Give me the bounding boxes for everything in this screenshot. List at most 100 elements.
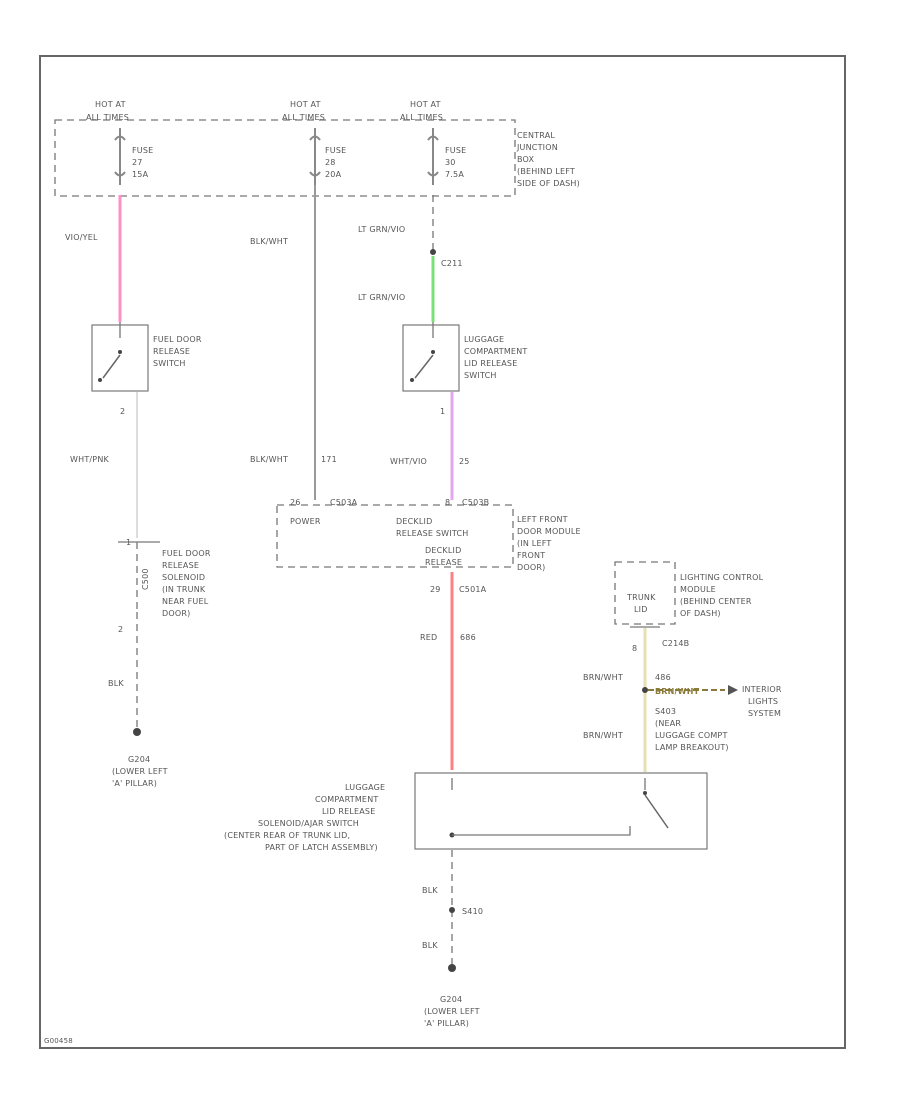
central-box-line3: BOX	[517, 155, 535, 164]
svg-text:(NEAR: (NEAR	[655, 719, 681, 728]
wire-blk-wht-circuit: 171	[321, 455, 337, 464]
latch-line5: (CENTER REAR OF TRUNK LID,	[224, 831, 350, 840]
central-box-note: CENTRAL JUNCTION BOX (BEHIND LEFT SIDE O…	[516, 131, 580, 188]
fuel-switch-line3: SWITCH	[153, 359, 186, 368]
wire-wht-vio-circuit: 25	[459, 457, 470, 466]
svg-text:INTERIOR: INTERIOR	[742, 685, 782, 694]
wire-blk-label-3: BLK	[422, 941, 438, 950]
fuel-door-release-solenoid: 1 FUEL DOOR RELEASE SOLENOID (IN TRUNK N…	[118, 538, 211, 634]
wire-wht-vio-label: WHT/VIO	[390, 457, 427, 466]
fuse-30-hot2: ALL TIMES	[400, 113, 443, 122]
fuel-switch-line1: FUEL DOOR	[153, 335, 202, 344]
fuse-27-hot: HOT AT	[95, 100, 126, 109]
fuse-30-symbol	[427, 128, 439, 185]
wire-vio-yel-label: VIO/YEL	[65, 233, 98, 242]
lighting-control-module: TRUNK LID LIGHTING CONTROL MODULE (BEHIN…	[614, 561, 764, 653]
wire-lt-grn-vio-label-2: LT GRN/VIO	[358, 293, 405, 302]
svg-text:'A' PILLAR): 'A' PILLAR)	[424, 1019, 469, 1028]
fuse-28-hot: HOT AT	[290, 100, 321, 109]
svg-text:S403: S403	[655, 707, 676, 716]
fuse-27-hot2: ALL TIMES	[86, 113, 129, 122]
svg-text:LAMP BREAKOUT): LAMP BREAKOUT)	[655, 743, 729, 752]
fuse-27-num: 27	[132, 158, 143, 167]
lighting-module-conn: C214B	[662, 639, 689, 648]
fuse-27-symbol	[114, 128, 126, 185]
door-module-box	[276, 504, 514, 568]
lighting-module-note1: LIGHTING CONTROL	[680, 573, 764, 582]
door-module-note1: LEFT FRONT	[517, 515, 568, 524]
fuel-switch-line2: RELEASE	[153, 347, 190, 356]
fuel-solenoid-line5: NEAR FUEL	[162, 597, 209, 606]
wire-red-circuit: 686	[460, 633, 476, 642]
svg-text:(LOWER LEFT: (LOWER LEFT	[112, 767, 168, 776]
splice-s403-note: S403 (NEAR LUGGAGE COMPT LAMP BREAKOUT)	[655, 707, 729, 752]
fuel-solenoid-line1: FUEL DOOR	[162, 549, 211, 558]
fuse-28-amp: 20A	[325, 170, 342, 179]
door-module-decklid2: DECKLID	[425, 546, 461, 555]
splice-s410-dot	[449, 907, 455, 913]
fuse-30-label: FUSE	[445, 146, 466, 155]
door-module-power: POWER	[290, 517, 321, 526]
lighting-module-note3: (BEHIND CENTER	[680, 597, 752, 606]
fuse-28-symbol	[309, 128, 321, 185]
door-module-conn-left: C503A	[330, 498, 358, 507]
fuel-solenoid-pin2: 2	[118, 625, 123, 634]
door-module-out-pin: 29	[430, 585, 441, 594]
wire-wht-pnk-label: WHT/PNK	[70, 455, 110, 464]
fuse-28-label: FUSE	[325, 146, 346, 155]
lug-switch-box	[402, 324, 460, 392]
latch-box	[414, 772, 708, 850]
door-module-note5: DOOR)	[517, 563, 545, 572]
fuel-solenoid-line4: (IN TRUNK	[162, 585, 206, 594]
luggage-latch-assembly: LUGGAGE COMPARTMENT LID RELEASE SOLENOID…	[224, 772, 708, 852]
fuse-27: HOT AT ALL TIMES FUSE 27 15A	[86, 100, 153, 185]
latch-line3: LID RELEASE	[322, 807, 375, 816]
fuse-30-amp: 7.5A	[445, 170, 464, 179]
central-box-line5: SIDE OF DASH)	[517, 179, 580, 188]
svg-text:LIGHTS: LIGHTS	[748, 697, 778, 706]
wire-blk-label-1: BLK	[108, 679, 124, 688]
wire-blk-wht-label-2: BLK/WHT	[250, 455, 288, 464]
lighting-module-note2: MODULE	[680, 585, 716, 594]
lighting-module-note4: OF DASH)	[680, 609, 721, 618]
door-module-note3: (IN LEFT	[517, 539, 551, 548]
wire-blk-label-2: BLK	[422, 886, 438, 895]
fuel-solenoid-pin1: 1	[126, 538, 131, 547]
door-module-decklid2b: RELEASE	[425, 558, 462, 567]
wire-lt-grn-vio-label-1: LT GRN/VIO	[358, 225, 405, 234]
door-module-note4: FRONT	[517, 551, 545, 560]
ground1-symbol	[133, 728, 141, 736]
fuel-solenoid-line3: SOLENOID	[162, 573, 205, 582]
lug-switch-pin: 1	[440, 407, 445, 416]
lug-switch-line1: LUGGAGE	[464, 335, 504, 344]
interior-lights-label: INTERIOR LIGHTS SYSTEM	[742, 685, 782, 718]
lighting-module-pin: 8	[632, 644, 637, 653]
central-box-line4: (BEHIND LEFT	[517, 167, 575, 176]
fuse-30: HOT AT ALL TIMES FUSE 30 7.5A	[400, 100, 466, 185]
fuel-switch-pin: 2	[120, 407, 125, 416]
door-module-note2: DOOR MODULE	[517, 527, 581, 536]
ground1-label: G204 (LOWER LEFT 'A' PILLAR)	[112, 755, 168, 788]
door-module-pin-left: 26	[290, 498, 301, 507]
lug-switch-line4: SWITCH	[464, 371, 497, 380]
fuse-30-num: 30	[445, 158, 456, 167]
luggage-lid-release-switch: LUGGAGE COMPARTMENT LID RELEASE SWITCH 1	[402, 322, 527, 416]
lug-switch-line3: LID RELEASE	[464, 359, 517, 368]
door-module-pin-right: 8	[445, 498, 450, 507]
ground2-symbol	[448, 964, 456, 972]
fuse-28: HOT AT ALL TIMES FUSE 28 20A	[282, 100, 346, 185]
central-box-line1: CENTRAL	[517, 131, 555, 140]
wire-brn-wht-circuit: 486	[655, 673, 671, 682]
fuel-solenoid-line2: RELEASE	[162, 561, 199, 570]
central-junction-box	[54, 119, 516, 197]
svg-text:SYSTEM: SYSTEM	[748, 709, 781, 718]
fuse-28-num: 28	[325, 158, 336, 167]
wire-brn-wht-label-2: BRN/WHT	[583, 731, 623, 740]
lighting-module-lid: LID	[634, 605, 648, 614]
svg-text:G204: G204	[128, 755, 150, 764]
left-front-door-module: 26 C503A 8 C503B POWER DECKLID RELEASE S…	[276, 498, 581, 594]
figure-id: G00458	[44, 1037, 73, 1045]
door-module-conn-right: C503B	[462, 498, 489, 507]
fuel-solenoid-line6: DOOR)	[162, 609, 190, 618]
